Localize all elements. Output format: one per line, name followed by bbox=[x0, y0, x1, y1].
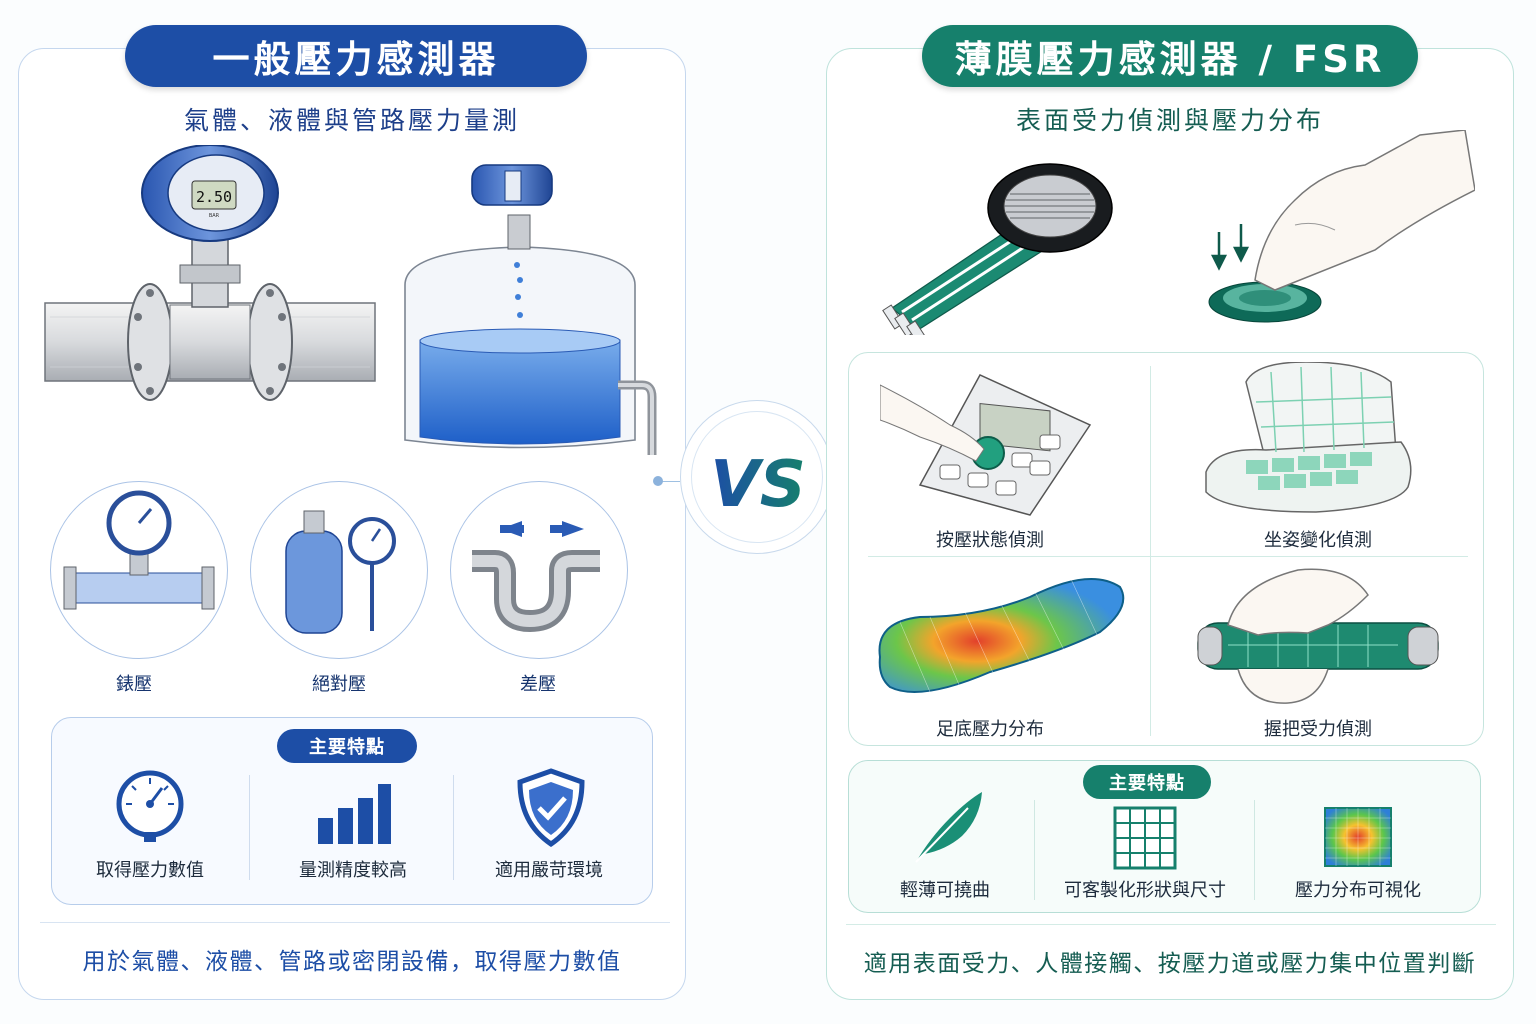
feature-label: 量測精度較高 bbox=[299, 860, 407, 881]
feature-divider bbox=[453, 775, 454, 880]
general-sensor-title: 一般壓力感測器 bbox=[125, 25, 587, 87]
gauge-pressure-label: 錶壓 bbox=[116, 674, 152, 695]
pipe-pressure-transmitter-illustration: 2.50 BAR bbox=[44, 145, 376, 401]
general-sensor-summary: 用於氣體、液體、管路或密閉設備，取得壓力數值 bbox=[82, 949, 622, 975]
gauge-pressure-icon bbox=[63, 490, 215, 610]
fsr-sensor-subtitle: 表面受力偵測與壓力分布 bbox=[1015, 106, 1324, 135]
feature-label: 取得壓力數值 bbox=[96, 860, 204, 881]
foot-pressure-illustration bbox=[878, 576, 1125, 693]
bottom-divider bbox=[846, 924, 1496, 925]
keypad-press-illustration bbox=[880, 374, 1092, 516]
feature-divider bbox=[1254, 800, 1255, 900]
feature-divider bbox=[1034, 800, 1035, 900]
grip-force-illustration bbox=[1197, 568, 1439, 704]
feature-label: 壓力分布可視化 bbox=[1295, 880, 1421, 901]
feather-icon bbox=[915, 792, 982, 863]
application-label: 握把受力偵測 bbox=[1264, 719, 1372, 740]
general-sensor-subtitle: 氣體、液體與管路壓力量測 bbox=[183, 106, 520, 135]
bottom-divider bbox=[40, 922, 670, 923]
fsr-strip-illustration bbox=[882, 163, 1113, 335]
grid-divider bbox=[868, 556, 1468, 557]
shield-check-icon bbox=[517, 768, 585, 848]
vs-badge-ring bbox=[691, 411, 823, 543]
grid-icon bbox=[1113, 806, 1177, 870]
grid-divider bbox=[1150, 366, 1151, 736]
finger-press-illustration bbox=[1208, 130, 1475, 323]
gauge-display-value: 2.50 bbox=[196, 188, 232, 206]
vs-mark: VS bbox=[710, 448, 806, 520]
vs-connector bbox=[660, 481, 680, 482]
feature-label: 輕薄可撓曲 bbox=[900, 880, 990, 901]
absolute-pressure-label: 絕對壓 bbox=[312, 674, 366, 695]
bar-chart-icon bbox=[318, 784, 391, 844]
differential-pressure-label: 差壓 bbox=[520, 674, 556, 695]
application-label: 按壓狀態偵測 bbox=[936, 530, 1044, 551]
pressure-gauge-icon bbox=[116, 770, 184, 842]
heatmap-icon bbox=[1324, 807, 1392, 867]
absolute-pressure-icon bbox=[285, 510, 396, 634]
liquid-tank-illustration bbox=[404, 164, 657, 455]
vs-text: VS bbox=[710, 448, 806, 520]
feature-label: 可客製化形狀與尺寸 bbox=[1064, 880, 1226, 901]
fsr-features-title: 主要特點 bbox=[1083, 765, 1211, 799]
feature-label: 適用嚴苛環境 bbox=[495, 860, 603, 881]
general-features-title: 主要特點 bbox=[277, 729, 417, 763]
application-label: 足底壓力分布 bbox=[936, 719, 1044, 740]
fsr-sensor-summary: 適用表面受力、人體接觸、按壓力道或壓力集中位置判斷 bbox=[863, 951, 1477, 977]
application-label: 坐姿變化偵測 bbox=[1264, 530, 1372, 551]
seat-posture-illustration bbox=[1205, 362, 1412, 513]
vs-dot bbox=[653, 476, 663, 486]
feature-divider bbox=[249, 775, 250, 880]
differential-pressure-icon bbox=[472, 521, 600, 633]
gauge-display-unit: BAR bbox=[209, 213, 220, 219]
fsr-sensor-title: 薄膜壓力感測器 / FSR bbox=[922, 25, 1418, 87]
